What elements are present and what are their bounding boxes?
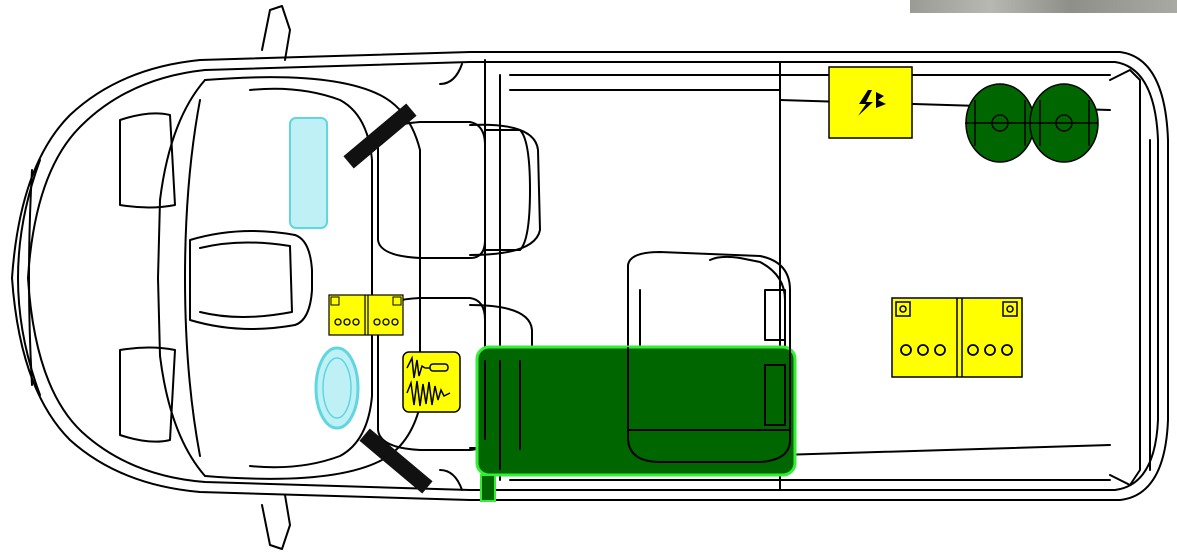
battery-icon: [891, 297, 1023, 378]
green-floor-zone: [475, 345, 797, 477]
cable-strips: [343, 103, 433, 494]
green-step-marker: [480, 474, 496, 502]
lightning-bolt-icon: [828, 66, 913, 139]
front-cable-strip-top: [343, 103, 417, 169]
corner-photo-fragment: [910, 0, 1177, 13]
front-battery-icon: [328, 294, 404, 336]
light-blue-zone-dash: [289, 117, 328, 229]
water-tank-icon: [314, 346, 360, 430]
amplifier-waveform-icon: [402, 351, 461, 413]
front-cable-strip-bottom: [359, 428, 433, 494]
seat-outline-over-green: [484, 347, 791, 470]
round-tanks: [965, 83, 1099, 163]
